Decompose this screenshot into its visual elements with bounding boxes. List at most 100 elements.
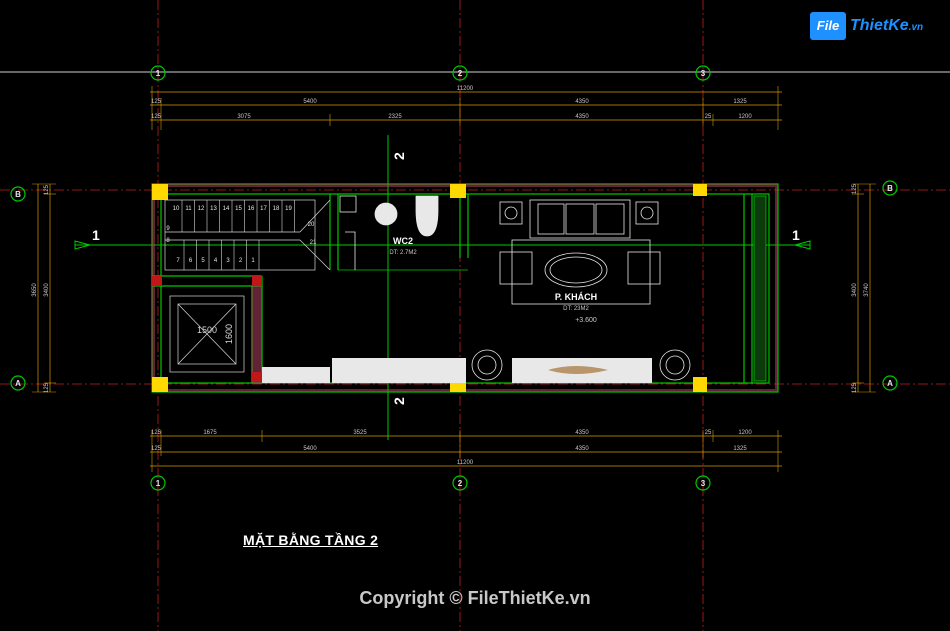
dim-right-125-bot: 125: [852, 382, 858, 393]
stair-tread-lines: [181, 200, 295, 270]
site-logo: File ThietKe.vn: [810, 12, 924, 42]
dim-right-3400: 3400: [852, 283, 858, 297]
void-opening: [169, 295, 245, 373]
dim-bot-overall: 11200: [457, 460, 474, 466]
dimension-lines: [32, 86, 876, 472]
grid-label-B-left: B: [15, 190, 21, 199]
grid-bubble-3-top: [695, 65, 711, 81]
floor-drain-icon: [339, 195, 357, 213]
grid-bubble-2-top: [452, 65, 468, 81]
balcony-planter: [753, 195, 767, 382]
living-room-area: DT: 23M2: [563, 306, 589, 312]
stair-number: 3: [226, 258, 230, 264]
wc-room-name: WC2: [393, 236, 413, 246]
stair-number: 16: [248, 206, 255, 212]
cabinet-ornament-icon: [548, 366, 608, 374]
stair-number: 14: [223, 206, 230, 212]
floor-level: +3.600: [575, 317, 597, 324]
plant-left-icon: [471, 349, 503, 381]
plants: [471, 349, 691, 381]
wc-fixtures: [339, 195, 439, 270]
section-labels: 1 1 2 2: [92, 152, 800, 405]
stair-number: 20: [308, 222, 315, 228]
living-furniture: [499, 199, 661, 305]
dim-left-125-top: 125: [44, 184, 50, 195]
grid-bubble-A-left: [10, 375, 26, 391]
stair-number: 7: [176, 258, 180, 264]
section-markers: [74, 240, 811, 250]
dim-left-3650: 3650: [32, 283, 38, 297]
stair-number: 8: [166, 238, 170, 244]
section-label-2-top: 2: [391, 152, 407, 160]
column-red-blocks: [152, 276, 262, 382]
armchair-right-icon: [627, 251, 661, 285]
stair-number: 1: [251, 258, 255, 264]
dim-bot-edge-a: 125: [151, 430, 162, 436]
grid-bubble-3-bottom: [695, 475, 711, 491]
side-table-left-icon: [499, 201, 523, 225]
grid-label-2-top: 2: [458, 69, 463, 78]
dim-top-edge-a: 125: [151, 99, 162, 105]
grid-bubbles: [10, 65, 898, 491]
dim-bot-1200: 1200: [738, 430, 752, 436]
dim-right-125-top: 125: [852, 183, 858, 194]
dimension-texts: 11200 5400 4350 1325 3075 2325 4350 25 1…: [32, 86, 870, 466]
cabinet-1: [262, 367, 330, 383]
void-height-label: 1600: [224, 324, 234, 344]
stair-number: 6: [189, 258, 193, 264]
dim-bot-25: 25: [705, 430, 712, 436]
living-room-name: P. KHÁCH: [555, 292, 597, 302]
stair-number: 13: [210, 206, 217, 212]
dim-bot-edge-b: 125: [151, 446, 162, 452]
grid-label-A-left: A: [15, 379, 21, 388]
dim-bot-4350-b: 4350: [575, 446, 589, 452]
dim-top-edge-b: 125: [151, 114, 162, 120]
dim-top-2325: 2325: [388, 114, 402, 120]
dim-bot-5400: 5400: [303, 446, 317, 452]
copyright-text: Copyright © FileThietKe.vn: [359, 588, 591, 608]
grid-label-A-right: A: [887, 379, 893, 388]
dim-top-3075: 3075: [237, 114, 251, 120]
section-label-1-left: 1: [92, 227, 100, 243]
plant-right-icon: [659, 349, 691, 381]
grid-bubble-B-right: [882, 180, 898, 196]
stair-number: 15: [235, 206, 242, 212]
section-label-1-right: 1: [792, 227, 800, 243]
grid-bubble-1-bottom: [150, 475, 166, 491]
side-table-right-icon: [635, 201, 659, 225]
grid-label-1-bottom: 1: [156, 479, 161, 488]
sofa-icon: [529, 199, 631, 239]
dim-top-5400: 5400: [303, 99, 317, 105]
coffee-table-icon: [544, 252, 608, 288]
stair-number: 17: [260, 206, 267, 212]
grid-label-B-right: B: [887, 184, 893, 193]
dim-left-125-bot: 125: [44, 382, 50, 393]
dim-top-4350-b: 4350: [575, 114, 589, 120]
stair-number: 9: [166, 226, 170, 232]
grid-bubble-1-top: [150, 65, 166, 81]
wc-room-area: DT: 2.7M2: [389, 250, 417, 256]
cabinets: [262, 358, 652, 383]
dim-left-3400: 3400: [44, 283, 50, 297]
dim-top-4350: 4350: [575, 99, 589, 105]
plan-title: MẶT BẰNG TẦNG 2: [243, 532, 379, 548]
dim-bot-1675: 1675: [203, 430, 217, 436]
stair-number: 5: [201, 258, 205, 264]
section-lines: [75, 135, 810, 440]
dim-bot-3525: 3525: [353, 430, 367, 436]
section-label-2-bottom: 2: [391, 397, 407, 405]
stair-number: 18: [273, 206, 280, 212]
stair-number: 4: [214, 258, 218, 264]
logo-suffix: .vn: [908, 22, 924, 33]
grid-label-3-bottom: 3: [701, 479, 706, 488]
stair-number: 10: [173, 206, 180, 212]
grid-bubble-A-right: [882, 375, 898, 391]
armchair-left-icon: [499, 251, 533, 285]
grid-bubble-B-left: [10, 186, 26, 202]
grid-label-3-top: 3: [701, 69, 706, 78]
stair-number: 11: [185, 206, 192, 212]
